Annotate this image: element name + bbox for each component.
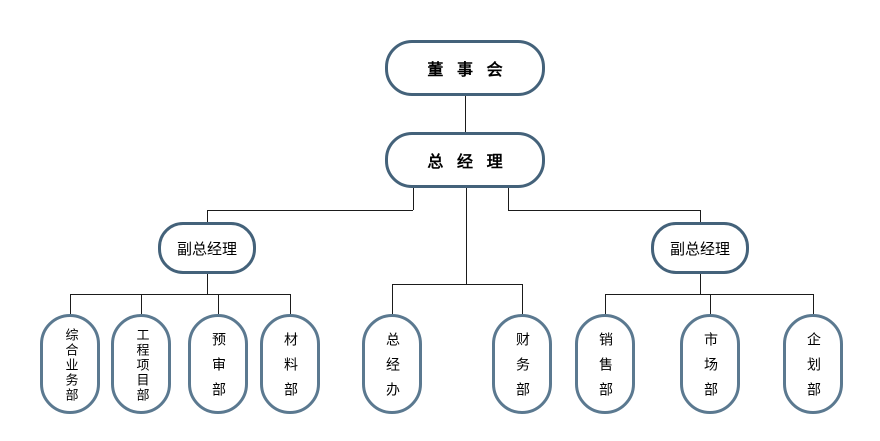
connector-drop-planning [813, 294, 814, 314]
connector-drop-pre-audit [218, 294, 219, 314]
node-dept-engineering-project: 工程项目部 [111, 314, 171, 414]
dept-pre-audit-label: 预审部 [210, 332, 226, 407]
connector-middle-branch [392, 284, 522, 285]
node-dept-pre-audit: 预审部 [188, 314, 248, 414]
dept-sales-label: 销售部 [597, 332, 613, 407]
connector-vp-left-top-stub [207, 210, 208, 222]
connector-gm-to-vp-left [207, 210, 413, 211]
connector-board-gm [465, 96, 466, 132]
connector-drop-sales [605, 294, 606, 314]
dept-general-business-label: 综合业务部 [62, 327, 78, 403]
dept-gm-office-label: 总经办 [384, 332, 400, 407]
node-deputy-gm-left: 副总经理 [158, 222, 256, 274]
dept-market-label: 市场部 [702, 332, 718, 407]
connector-vp-right-top-stub [700, 210, 701, 222]
connector-gm-right-stub [508, 188, 509, 210]
dept-planning-label: 企划部 [805, 332, 821, 407]
connector-vp-right-bottom-stub [700, 274, 701, 294]
connector-gm-center-drop [466, 188, 467, 284]
node-board-label: 董 事 会 [427, 60, 507, 79]
node-board-of-directors: 董 事 会 [385, 40, 545, 96]
dept-finance-label: 财务部 [514, 332, 530, 407]
node-general-manager: 总 经 理 [385, 132, 545, 188]
connector-drop-general-business [70, 294, 71, 314]
dept-materials-label: 材料部 [282, 332, 298, 407]
node-dept-planning: 企划部 [783, 314, 843, 414]
connector-gm-left-stub [413, 188, 414, 210]
node-vp-right-label: 副总经理 [669, 239, 730, 258]
connector-drop-gm-office [392, 284, 393, 314]
connector-drop-engineering-project [141, 294, 142, 314]
connector-gm-to-vp-right [508, 210, 700, 211]
node-dept-finance: 财务部 [492, 314, 552, 414]
node-dept-sales: 销售部 [575, 314, 635, 414]
connector-drop-market [710, 294, 711, 314]
node-gm-label: 总 经 理 [427, 152, 507, 171]
connector-left-branch [70, 294, 290, 295]
node-dept-market: 市场部 [680, 314, 740, 414]
connector-drop-materials [290, 294, 291, 314]
node-vp-left-label: 副总经理 [176, 239, 237, 258]
node-dept-general-business: 综合业务部 [40, 314, 100, 414]
connector-drop-finance [522, 284, 523, 314]
connector-right-branch [605, 294, 813, 295]
connector-vp-left-bottom-stub [207, 274, 208, 294]
node-dept-materials: 材料部 [260, 314, 320, 414]
node-dept-gm-office: 总经办 [362, 314, 422, 414]
node-deputy-gm-right: 副总经理 [651, 222, 749, 274]
dept-engineering-project-label: 工程项目部 [133, 327, 149, 403]
